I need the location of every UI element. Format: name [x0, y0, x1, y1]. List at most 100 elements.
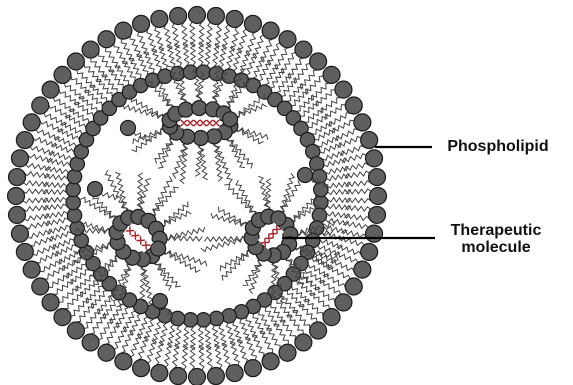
outer-lipid-tail: [336, 129, 358, 141]
outer-lipid-head: [67, 53, 84, 70]
complex-lipid-tail: [245, 175, 281, 211]
inner-lipid-head: [170, 311, 184, 325]
outer-lipid-head: [189, 7, 206, 24]
inner-lipid-tail: [183, 43, 189, 66]
outer-lipid-head: [244, 360, 261, 377]
inner-lipid-tail: [51, 143, 73, 152]
inner-lipid-tail: [271, 68, 284, 88]
complex-lipid-tail: [235, 104, 266, 118]
outer-lipid-head: [345, 278, 362, 295]
outer-lipid-head: [54, 66, 71, 83]
inner-lipid-head: [222, 309, 236, 323]
outer-lipid-head: [310, 322, 327, 339]
outer-lipid-tail: [114, 43, 128, 64]
outer-lipid-head: [32, 97, 49, 114]
outer-lipid-tail: [165, 342, 172, 367]
outer-lipid-head: [23, 114, 40, 131]
inner-lipid-head: [314, 182, 328, 196]
inner-lipid-tail: [61, 122, 82, 134]
inner-lipid-tail: [168, 325, 175, 348]
outer-lipid-tail: [40, 121, 64, 132]
phospholipid-bilayer: [8, 7, 387, 385]
complex-lipid-tail: [121, 172, 160, 211]
outer-lipid-head: [262, 353, 279, 370]
inner-lipid-head: [310, 157, 324, 171]
outer-lipid-head: [133, 15, 150, 32]
inner-lipid-tail: [44, 204, 67, 210]
complex-lipid-tail: [253, 178, 286, 211]
outer-lipid-head: [189, 369, 206, 385]
complex-lipid-head: [193, 130, 208, 145]
inner-lipid-tail: [45, 212, 68, 219]
therapeutic-molecule-label: Therapeutic molecule: [426, 222, 566, 256]
outer-lipid-head: [16, 243, 33, 260]
outer-lipid-head: [151, 10, 168, 27]
free-lipid-tail: [134, 132, 151, 141]
complex-lipid-tail: [147, 261, 178, 290]
outer-lipid-head: [11, 150, 28, 167]
outer-lipid-head: [369, 206, 386, 223]
outer-lipid-head: [310, 53, 327, 70]
outer-lipid-tail: [77, 70, 96, 87]
free-lipid-head: [298, 168, 313, 183]
outer-lipid-head: [133, 360, 150, 377]
inner-lipid-tail: [167, 45, 175, 67]
inner-lipid-head: [67, 169, 81, 183]
inner-lipid-head: [312, 208, 326, 222]
complex-lipid-tail: [100, 171, 142, 212]
outer-lipid-tail: [231, 27, 239, 52]
outer-lipid-tail: [306, 76, 323, 95]
outer-lipid-head: [295, 334, 312, 351]
outer-lipid-head: [370, 188, 387, 205]
inner-lipid-tail: [320, 240, 342, 249]
inner-lipid-tail: [122, 62, 136, 81]
outer-lipid-head: [369, 169, 386, 186]
outer-lipid-tail: [259, 331, 272, 353]
outer-lipid-head: [54, 309, 71, 326]
inner-lipid-tail: [328, 182, 351, 188]
outer-lipid-tail: [298, 305, 317, 322]
inner-lipid-tail: [63, 258, 82, 272]
complex-lipid-tail: [227, 137, 245, 168]
outer-lipid-tail: [36, 251, 58, 263]
outer-lipid-head: [151, 365, 168, 382]
complex-lipid-tail: [209, 201, 247, 238]
inner-lipid-tail: [205, 327, 211, 350]
outer-lipid-head: [8, 188, 25, 205]
outer-lipid-head: [115, 353, 132, 370]
outer-lipid-head: [42, 81, 59, 98]
outer-lipid-tail: [28, 154, 53, 162]
complex-lipid-tail: [274, 180, 306, 214]
inner-lipid-tail: [327, 173, 350, 180]
outer-lipid-head: [115, 22, 132, 39]
outer-lipid-tail: [40, 258, 62, 271]
outer-lipid-head: [354, 261, 371, 278]
complex-lipid-tail: [229, 180, 266, 215]
inner-lipid-tail: [220, 44, 227, 67]
outer-lipid-head: [335, 294, 352, 311]
outer-lipid-tail: [49, 272, 69, 287]
outer-lipid-head: [82, 334, 99, 351]
phospholipid-label: Phospholipid: [424, 138, 572, 155]
outer-lipid-tail: [122, 329, 133, 353]
outer-lipid-head: [345, 97, 362, 114]
inner-lipid-tail: [227, 46, 235, 69]
outer-lipid-tail: [238, 29, 247, 54]
inner-lipid-head: [196, 65, 210, 79]
inner-lipid-tail: [123, 311, 135, 332]
outer-lipid-head: [366, 225, 383, 242]
outer-lipid-head: [23, 261, 40, 278]
complex-lipid-tail: [133, 129, 165, 145]
outer-lipid-tail: [222, 25, 229, 50]
inner-lipid-tail: [46, 218, 68, 226]
outer-lipid-head: [262, 22, 279, 39]
outer-lipid-head: [207, 368, 224, 385]
outer-lipid-head: [67, 322, 84, 339]
outer-lipid-tail: [148, 338, 157, 363]
outer-lipid-tail: [266, 328, 280, 349]
inner-lipid-head: [66, 182, 80, 196]
outer-lipid-tail: [25, 172, 50, 178]
outer-lipid-tail: [330, 260, 354, 271]
outer-lipid-tail: [325, 105, 345, 120]
outer-lipid-head: [279, 344, 296, 361]
